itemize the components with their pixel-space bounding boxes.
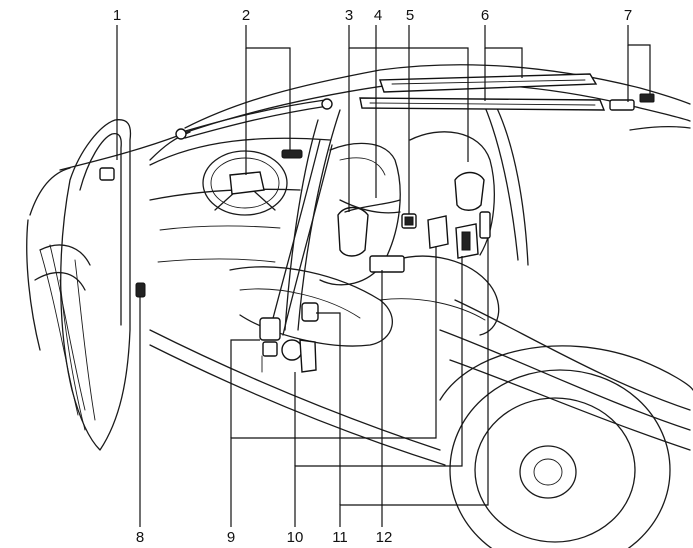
front-door xyxy=(39,119,146,451)
callout-5: 5 xyxy=(406,7,414,24)
callout-11: 11 xyxy=(332,529,348,546)
steering-wheel xyxy=(202,150,288,216)
callout-4: 4 xyxy=(374,7,382,24)
car-body xyxy=(26,64,693,548)
callout-1: 1 xyxy=(113,7,121,24)
curtain-airbag xyxy=(359,73,655,111)
callout-labels: 1 2 3 4 5 6 7 8 9 10 11 12 xyxy=(113,7,632,546)
callout-12: 12 xyxy=(376,529,393,546)
rear-modules xyxy=(427,211,491,259)
belt-pretensioner-area xyxy=(259,139,333,373)
callout-9: 9 xyxy=(227,529,235,546)
callout-3: 3 xyxy=(345,7,353,24)
callout-8: 8 xyxy=(136,529,144,546)
callout-2: 2 xyxy=(242,7,250,24)
leader-lines xyxy=(116,25,651,527)
dashboard xyxy=(149,98,333,263)
callout-6: 6 xyxy=(481,7,489,24)
callout-10: 10 xyxy=(287,529,304,546)
callout-7: 7 xyxy=(624,7,632,24)
